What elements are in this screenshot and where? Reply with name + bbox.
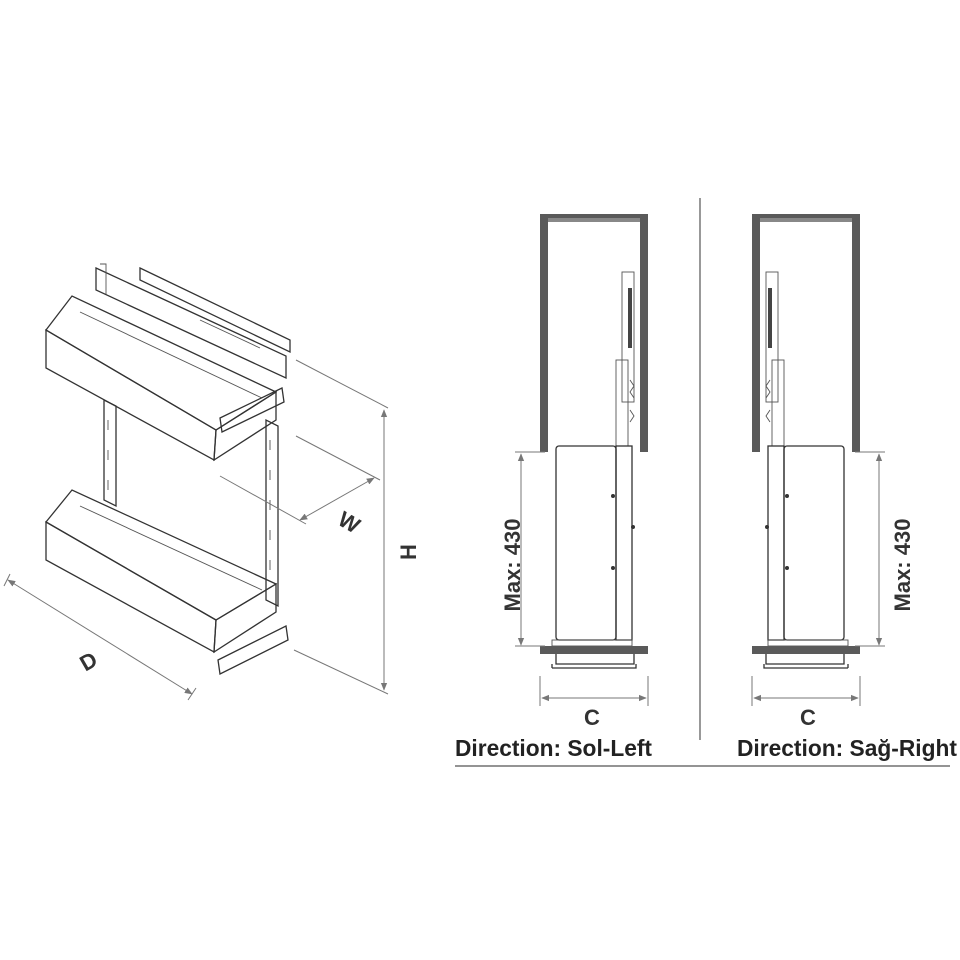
depth-label: D	[75, 647, 101, 677]
isometric-basket-drawing: D W H	[3, 263, 421, 701]
direction-caption: Direction: Sol-Left	[455, 735, 652, 761]
width-label: W	[334, 506, 365, 538]
left-direction-view: Max: 430 C Direction: Sol-Left	[455, 213, 652, 761]
max-height-label: Max: 430	[500, 519, 525, 612]
height-label: H	[396, 544, 421, 560]
width-c-label: C	[800, 705, 816, 730]
max-height-label: Max: 430	[890, 519, 915, 612]
width-c-label: C	[584, 705, 600, 730]
right-direction-view: Max: 430 C Direction: Sağ-Right	[737, 213, 957, 761]
direction-caption: Direction: Sağ-Right	[737, 735, 957, 761]
